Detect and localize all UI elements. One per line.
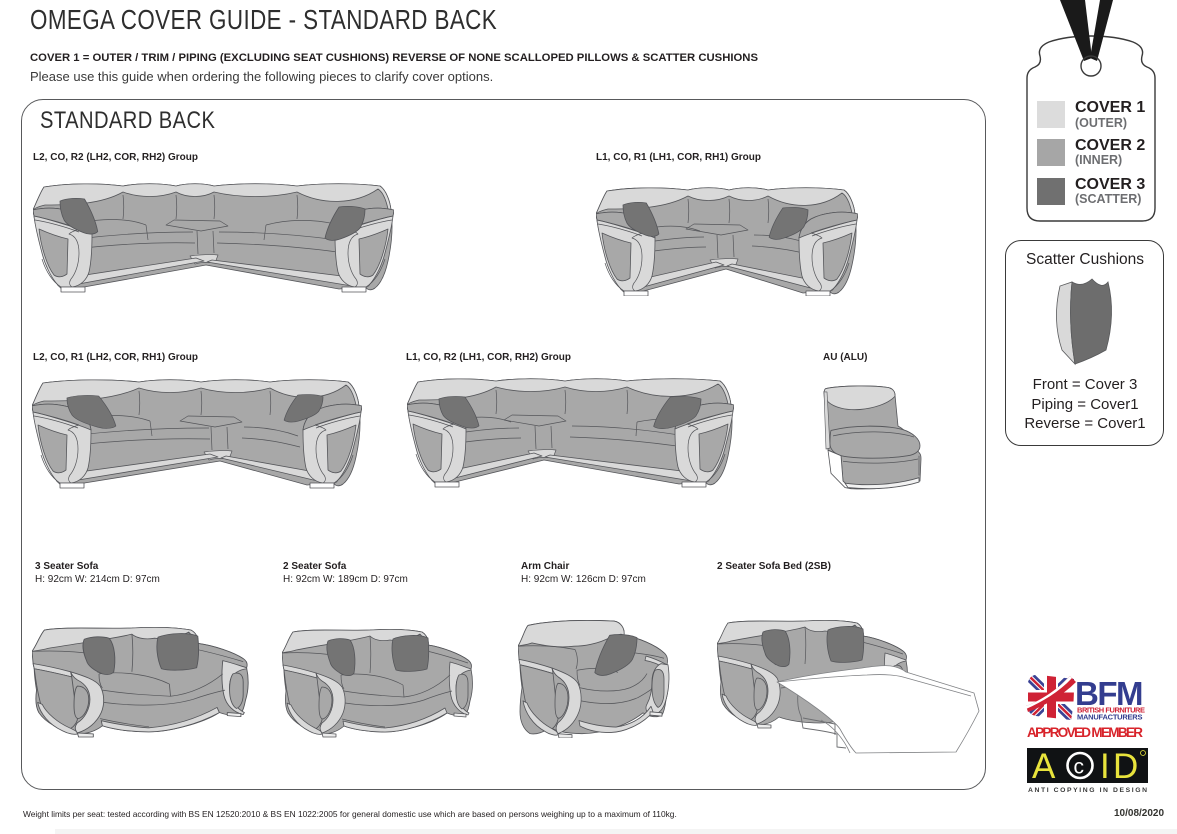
svg-text:(SCATTER): (SCATTER) (1075, 192, 1141, 206)
svg-text:I: I (1100, 748, 1110, 786)
svg-text:COVER 1: COVER 1 (1075, 99, 1145, 116)
svg-text:(INNER): (INNER) (1075, 153, 1122, 167)
svg-text:APPROVED MEMBER: APPROVED MEMBER (1027, 725, 1143, 740)
svg-text:COVER 2: COVER 2 (1075, 137, 1145, 154)
svg-text:ANTI COPYING IN DESIGN: ANTI COPYING IN DESIGN (1028, 787, 1147, 793)
svg-text:A: A (1032, 748, 1056, 786)
svg-text:MANUFACTURERS: MANUFACTURERS (1077, 713, 1143, 722)
svg-text:COVER 3: COVER 3 (1075, 176, 1145, 193)
svg-text:(OUTER): (OUTER) (1075, 116, 1127, 130)
svg-text:BFM: BFM (1075, 675, 1142, 712)
svg-text:BRITISH FURNITURE: BRITISH FURNITURE (1077, 706, 1145, 715)
svg-text:D: D (1113, 748, 1138, 786)
svg-text:c: c (1074, 756, 1085, 779)
